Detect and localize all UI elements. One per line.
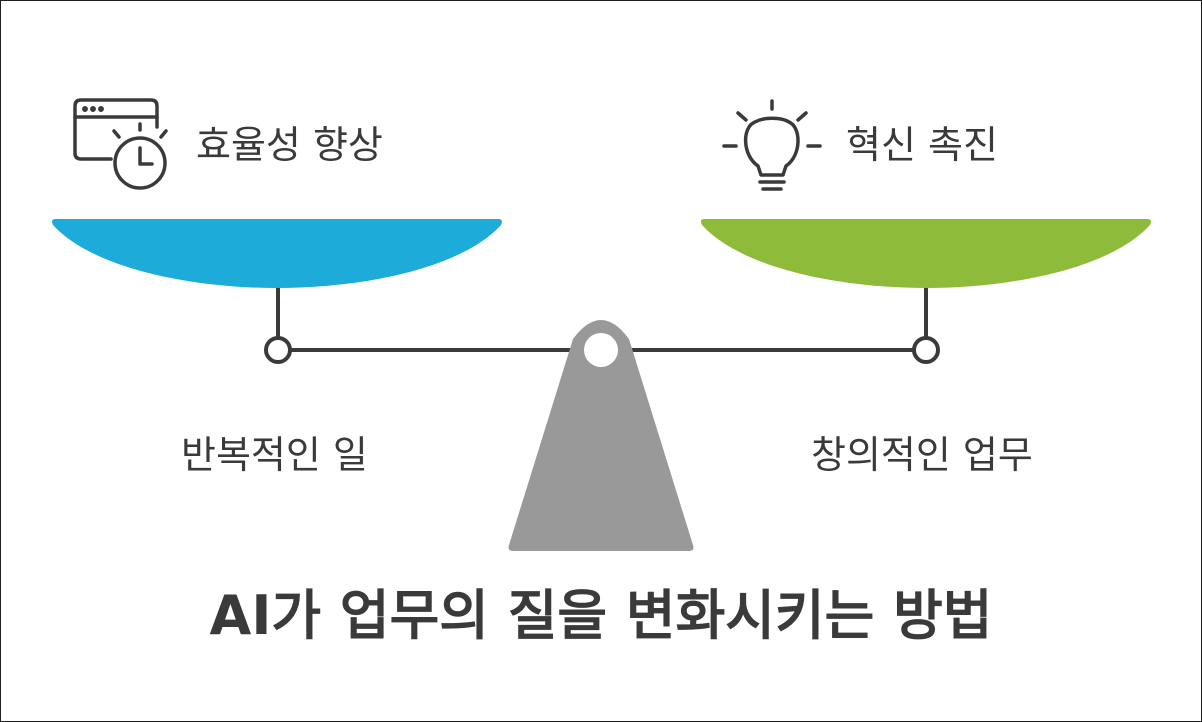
innovation-label: 혁신 촉진 <box>846 123 998 167</box>
creative-work-label: 창의적인 업무 <box>811 433 1033 477</box>
left-pan <box>52 219 502 288</box>
lightbulb-icon <box>722 99 822 191</box>
browser-clock-icon <box>73 98 168 190</box>
right-beam-joint <box>912 336 940 364</box>
right-pan <box>700 219 1151 288</box>
fulcrum-pivot <box>584 333 618 367</box>
repetitive-work-label: 반복적인 일 <box>181 433 368 477</box>
left-beam-joint <box>264 336 292 364</box>
efficiency-label: 효율성 향상 <box>196 123 383 167</box>
scale-fulcrum <box>508 320 694 551</box>
diagram-title: AI가 업무의 질을 변화시키는 방법 <box>209 584 993 647</box>
